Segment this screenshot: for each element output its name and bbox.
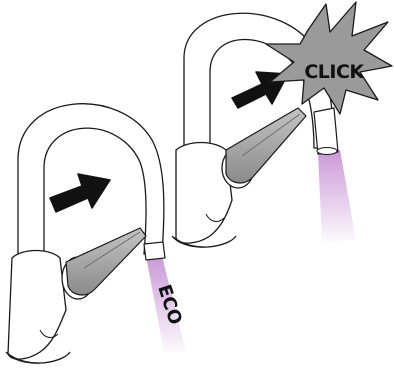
click-label: CLICK <box>304 61 365 83</box>
water-stream-full <box>318 150 356 242</box>
starburst-icon <box>265 1 393 115</box>
faucet-body-right <box>175 141 233 244</box>
lever-handle-right <box>225 107 307 184</box>
faucet-left: ECO <box>5 103 186 364</box>
nozzle-left <box>143 241 166 261</box>
nozzle-right <box>313 107 339 155</box>
water-stream-eco <box>146 256 186 352</box>
faucet-body-left <box>7 249 67 360</box>
lever-handle-left <box>65 227 147 296</box>
right-arrow-icon <box>49 173 111 213</box>
faucet-right: CLICK <box>171 1 393 248</box>
